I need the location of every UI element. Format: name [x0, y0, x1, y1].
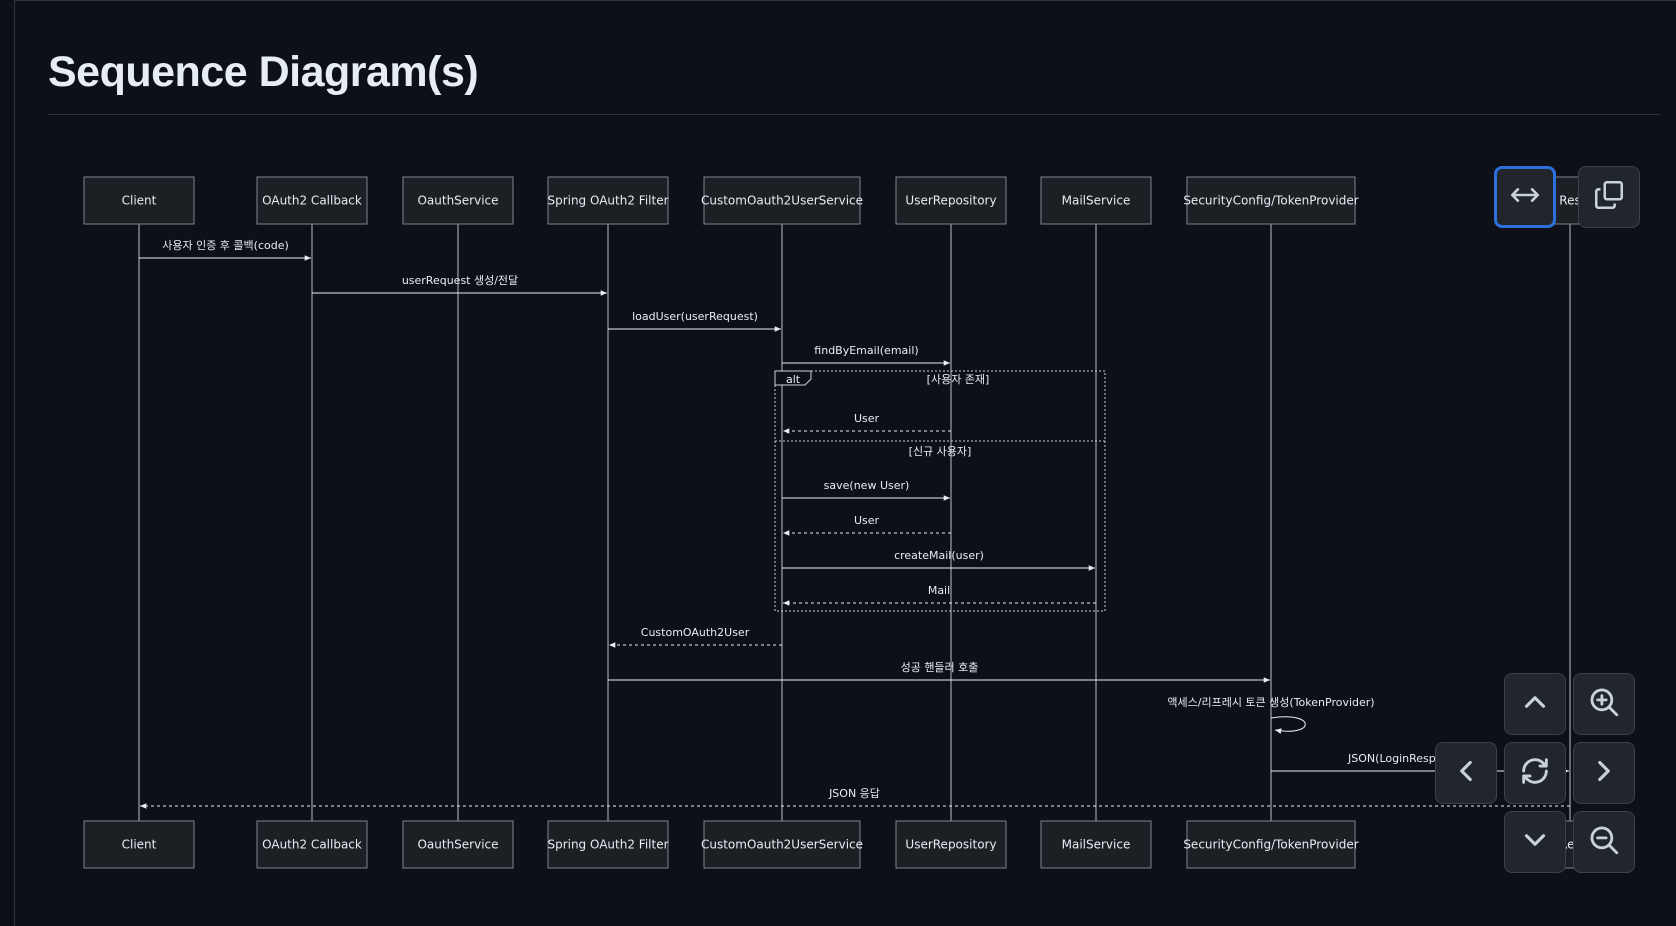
participant-box-bottom: OauthService [402, 820, 514, 869]
pan-left-button[interactable] [1435, 742, 1497, 804]
participant-box-bottom: Client [83, 820, 195, 869]
zoom-out-icon [1587, 823, 1621, 862]
message-label: JSON 응답 [828, 787, 880, 800]
message: loadUser(userRequest) [608, 310, 781, 332]
message-label: loadUser(userRequest) [632, 310, 758, 323]
pan-down-button[interactable] [1504, 811, 1566, 873]
message-label: User [854, 514, 880, 527]
fragment-condition: [신규 사용자] [909, 445, 972, 458]
chevron-right-icon [1587, 754, 1621, 793]
fit-width-button[interactable] [1494, 166, 1556, 228]
participant-label: UserRepository [905, 194, 996, 208]
page-title: Sequence Diagram(s) [48, 48, 479, 96]
message: JSON 응답 [140, 787, 1570, 809]
participant-box-bottom: CustomOauth2UserService [701, 820, 863, 869]
participant-box-top: CustomOauth2UserService [701, 176, 863, 225]
participant-label: SecurityConfig/TokenProvider [1183, 838, 1358, 852]
message: createMail(user) [782, 549, 1095, 571]
participant-label: OAuth2 Callback [262, 838, 362, 852]
left-border [14, 0, 15, 926]
refresh-icon [1518, 754, 1552, 793]
alt-fragment: alt [사용자 존재] [신규 사용자] [774, 370, 1106, 612]
reset-button[interactable] [1504, 742, 1566, 804]
message-label: Mail [928, 584, 950, 597]
participant-box-bottom: SecurityConfig/TokenProvider [1183, 820, 1359, 869]
participant-label: Res [1559, 194, 1580, 208]
message-label: save(new User) [824, 479, 910, 492]
zoom-out-button[interactable] [1573, 811, 1635, 873]
chevron-left-icon [1449, 754, 1483, 793]
message: 액세스/리프레시 토큰 생성(TokenProvider) [1167, 696, 1375, 734]
title-divider [48, 114, 1660, 115]
chevron-up-icon [1518, 685, 1552, 724]
participant-box-top: MailService [1040, 176, 1152, 225]
message-label: 사용자 인증 후 콜백(code) [162, 239, 289, 252]
chevron-down-icon [1518, 823, 1552, 862]
participant-box-bottom: OAuth2 Callback [256, 820, 368, 869]
participant-box-top: SecurityConfig/TokenProvider [1183, 176, 1359, 225]
message: userRequest 생성/전달 [312, 274, 607, 296]
participant-label: SecurityConfig/TokenProvider [1183, 194, 1358, 208]
message-label: CustomOAuth2User [641, 626, 750, 639]
message: 성공 핸들러 호출 [608, 661, 1270, 683]
participant-label: MailService [1062, 194, 1131, 208]
fragment-keyword: alt [786, 373, 801, 386]
message: save(new User) [782, 479, 950, 501]
participant-label: UserRepository [905, 838, 996, 852]
message: 사용자 인증 후 콜백(code) [139, 239, 311, 261]
zoom-in-button[interactable] [1573, 673, 1635, 735]
pan-right-button[interactable] [1573, 742, 1635, 804]
participant-box-top: OAuth2 Callback [256, 176, 368, 225]
copy-icon [1592, 178, 1626, 217]
message: CustomOAuth2User [609, 626, 782, 648]
participant-box-top: Spring OAuth2 Filter [547, 176, 669, 225]
pan-up-button[interactable] [1504, 673, 1566, 735]
participant-label: CustomOauth2UserService [701, 838, 863, 852]
message-label: userRequest 생성/전달 [402, 274, 518, 287]
participant-label: OauthService [417, 194, 498, 208]
message-label: 성공 핸들러 호출 [901, 661, 979, 674]
message: User [783, 514, 951, 536]
participant-box-top: Client [83, 176, 195, 225]
participant-label: Client [122, 194, 157, 208]
message: User [783, 412, 951, 434]
participant-box-bottom: UserRepository [895, 820, 1007, 869]
message-label: createMail(user) [894, 549, 984, 562]
participant-label: MailService [1062, 838, 1131, 852]
participant-label: Spring OAuth2 Filter [547, 194, 668, 208]
participant-label: OauthService [417, 838, 498, 852]
message-label: User [854, 412, 880, 425]
participant-label: OAuth2 Callback [262, 194, 362, 208]
participant-label: Spring OAuth2 Filter [547, 838, 668, 852]
message: findByEmail(email) [782, 344, 950, 366]
participant-label: Client [122, 838, 157, 852]
participant-box-bottom: Spring OAuth2 Filter [547, 820, 669, 869]
copy-button[interactable] [1578, 166, 1640, 228]
participant-box-top: UserRepository [895, 176, 1007, 225]
zoom-in-icon [1587, 685, 1621, 724]
message: Mail [783, 584, 1096, 606]
participant-box-top: OauthService [402, 176, 514, 225]
message-label: 액세스/리프레시 토큰 생성(TokenProvider) [1167, 696, 1374, 709]
top-border [14, 0, 1676, 1]
message-arrow [1270, 716, 1306, 734]
participant-box-bottom: MailService [1040, 820, 1152, 869]
message-label: findByEmail(email) [814, 344, 918, 357]
fragment-condition: [사용자 존재] [927, 373, 990, 386]
participant-label: CustomOauth2UserService [701, 194, 863, 208]
arrows-horizontal-icon [1508, 178, 1542, 217]
